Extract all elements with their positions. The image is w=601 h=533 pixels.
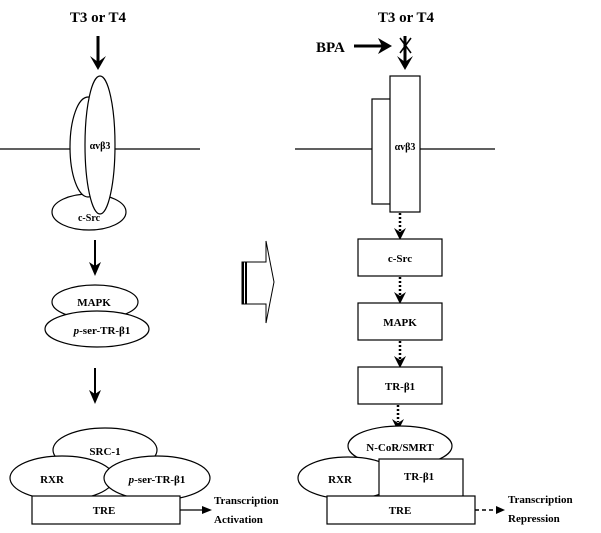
right-dotted-arrow-4	[392, 405, 404, 431]
left-ptr-ellipse	[44, 310, 150, 348]
left-arrow-1	[89, 240, 101, 276]
right-tr-label: TR-β1	[385, 381, 415, 393]
bpa-label: BPA	[316, 40, 345, 56]
right-dotted-arrow-1	[394, 213, 406, 240]
right-tre-label: TRE	[389, 505, 412, 517]
left-rxr-label: RXR	[40, 474, 65, 486]
right-dotted-arrow-3	[394, 341, 406, 368]
left-panel: T3 or T4 αvβ3 c-Src MAPK p-ser-TR-β1	[0, 10, 279, 526]
right-receptor-label: αvβ3	[395, 142, 416, 153]
block-x-icon	[399, 37, 412, 54]
right-stimulus-label: T3 or T4	[378, 10, 435, 26]
left-outcome-line2: Activation	[214, 514, 263, 526]
right-tr-bound-box	[378, 458, 464, 498]
right-ncor-label: N-CoR/SMRT	[366, 442, 434, 454]
right-csrc-label: c-Src	[388, 253, 412, 265]
left-tre-label: TRE	[93, 505, 116, 517]
right-mapk-label: MAPK	[383, 317, 417, 329]
right-rxr-label: RXR	[328, 474, 353, 486]
left-ptr-label: p-ser-TR-β1	[73, 325, 131, 337]
right-integrin-subunit-back	[371, 98, 393, 205]
left-src1-label: SRC-1	[89, 446, 120, 458]
right-integrin-subunit-front	[389, 75, 421, 213]
right-dotted-arrow-2	[394, 277, 406, 304]
transition-arrow-icon	[241, 240, 275, 324]
bpa-arrow	[354, 38, 392, 54]
left-csrc-ellipse	[51, 193, 127, 231]
left-stimulus-arrow	[90, 36, 106, 70]
right-panel: T3 or T4 BPA αvβ3 c-Src	[295, 10, 573, 525]
right-tr-bound-label: TR-β1	[404, 471, 434, 483]
left-outcome-line1: Transcription	[214, 495, 279, 507]
left-mapk-label: MAPK	[77, 297, 111, 309]
right-tr-box	[357, 366, 443, 405]
bound-phospho-prefix: p	[128, 474, 135, 486]
left-ptr-bound-label: p-ser-TR-β1	[128, 474, 186, 486]
phospho-suffix: -ser-TR-β1	[79, 325, 130, 337]
left-activation-arrow	[180, 506, 212, 514]
phospho-prefix: p	[73, 325, 80, 337]
right-csrc-box	[357, 238, 443, 277]
right-mapk-box	[357, 302, 443, 341]
left-receptor-label: αvβ3	[90, 141, 111, 152]
right-stimulus-arrow-blocked	[397, 36, 413, 70]
bound-phospho-suffix: -ser-TR-β1	[134, 474, 185, 486]
left-integrin-subunit-front	[84, 75, 116, 215]
left-csrc-label: c-Src	[78, 213, 101, 224]
right-outcome-line2: Repression	[508, 513, 560, 525]
left-stimulus-label: T3 or T4	[70, 10, 127, 26]
right-outcome-line1: Transcription	[508, 494, 573, 506]
left-arrow-2	[89, 368, 101, 404]
right-repression-arrow	[475, 506, 505, 514]
